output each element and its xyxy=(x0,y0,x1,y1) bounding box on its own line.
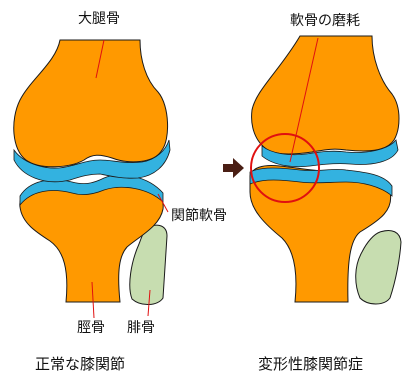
normal-knee xyxy=(14,40,170,305)
oa-knee-caption: 変形性膝関節症 xyxy=(258,357,363,372)
fibula-label: 腓骨 xyxy=(127,321,155,335)
oa-knee xyxy=(250,36,401,304)
tibia-label: 脛骨 xyxy=(77,321,105,335)
cartilage-wear-label: 軟骨の磨耗 xyxy=(290,14,360,28)
progression-arrow xyxy=(223,158,244,178)
articular-cartilage-label: 関節軟骨 xyxy=(171,209,227,223)
normal-knee-caption: 正常な膝関節 xyxy=(35,357,125,372)
oa-fibula xyxy=(356,230,401,304)
femur-label: 大腿骨 xyxy=(78,12,120,26)
normal-femur xyxy=(14,40,168,167)
